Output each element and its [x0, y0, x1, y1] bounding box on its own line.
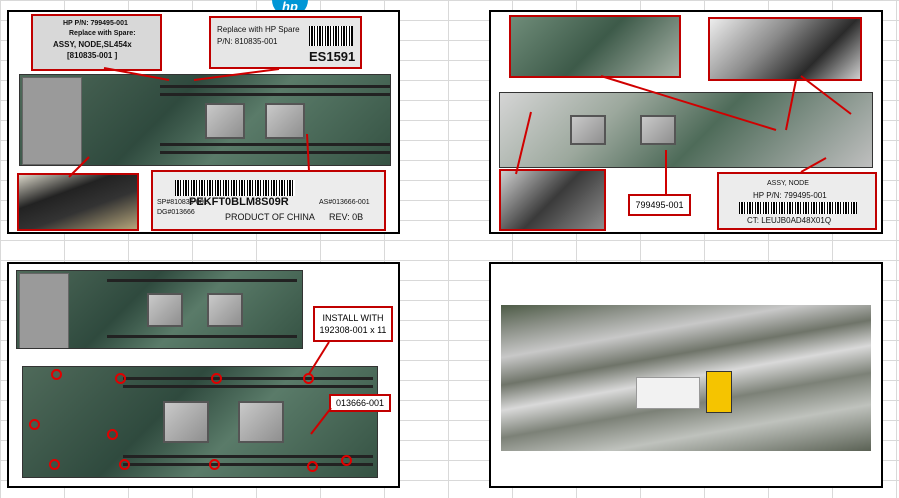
assy-label-line-3: CT: LEUJB0AD48X01Q [747, 216, 832, 225]
board-closeup-photo [509, 15, 681, 78]
panel-top-right: 799495-001 ASSY, NODE HP P/N: 799495-001… [489, 10, 883, 234]
node-chassis-photo [499, 92, 873, 168]
dimm-slot [123, 377, 373, 380]
cpu-socket-2 [238, 401, 284, 443]
part-number-text: 799495-001 [635, 200, 684, 210]
cpu-socket-2 [265, 103, 305, 139]
replace-label-barcode [309, 26, 353, 46]
screw-marker [51, 369, 62, 380]
install-note-line-2: 192308-001 x 11 [319, 325, 387, 335]
part-number-callout: 799495-001 [628, 194, 691, 216]
dimm-slot [107, 335, 297, 338]
screw-marker [341, 455, 352, 466]
dimm-slot [160, 85, 390, 88]
bag-label [636, 377, 700, 409]
screw-marker [49, 459, 60, 470]
serial-number: PEKFT0BLM8S09R [189, 196, 289, 208]
assy-label-line-1: ASSY, NODE [767, 180, 809, 187]
cpu-socket-2 [640, 115, 676, 145]
node-board-screws-photo [22, 366, 378, 478]
board-number-text: 013666-001 [335, 398, 385, 408]
esd-warning-label [706, 371, 732, 413]
chassis-closeup-photo [708, 17, 862, 81]
cable-photo [17, 173, 139, 231]
dimm-slot [160, 93, 390, 96]
screw-marker [211, 373, 222, 384]
assy-label-line-2: HP P/N: 799495-001 [753, 191, 827, 200]
replace-label-pn: P/N: 810835-001 [217, 37, 278, 46]
cpu-socket-1 [570, 115, 606, 145]
screw-marker [107, 429, 118, 440]
install-note-callout: INSTALL WITH 192308-001 x 11 [313, 306, 393, 342]
spare-label-photo: HP P/N: 799495-001 Replace with Spare: A… [31, 14, 162, 71]
antistatic-bag-photo [501, 305, 871, 451]
assembly-number: AS#013666-001 [319, 199, 370, 206]
dg-number: DG#013666 [157, 209, 195, 216]
node-board-top-photo [16, 270, 303, 349]
assy-barcode [739, 202, 857, 214]
dimm-slot [123, 463, 373, 466]
screw-marker [115, 373, 126, 384]
panel-top-left: HP P/N: 799495-001 Replace with Spare: A… [7, 10, 400, 234]
cpu-socket-1 [147, 293, 183, 327]
panel-bottom-left: INSTALL WITH 192308-001 x 11 013666-001 [7, 262, 400, 488]
drive-cage [19, 273, 69, 348]
connector-photo [499, 169, 606, 231]
cpu-socket-2 [207, 293, 243, 327]
screw-marker [29, 419, 40, 430]
install-note-line-1: INSTALL WITH [322, 313, 384, 323]
node-board-photo [19, 74, 391, 166]
spare-label-line-1: HP P/N: 799495-001 [63, 20, 128, 27]
replace-label-code: ES1591 [309, 49, 356, 64]
panel-bottom-right [489, 262, 883, 488]
screw-marker [209, 459, 220, 470]
origin-text: PRODUCT OF CHINA [225, 212, 315, 222]
spare-label-line-4: [810835-001 ] [67, 51, 118, 60]
dimm-slot [123, 385, 373, 388]
screw-marker [303, 373, 314, 384]
dimm-slot [123, 455, 373, 458]
dimm-slot [107, 279, 297, 282]
spare-label-line-3: ASSY, NODE,SL454x [53, 40, 132, 49]
board-number-callout: 013666-001 [329, 394, 391, 412]
spare-number: SP#810835-001 [157, 199, 208, 206]
replace-label-title: Replace with HP Spare [217, 25, 300, 34]
revision-text: REV: 0B [329, 212, 364, 222]
serial-barcode [175, 180, 295, 196]
screw-marker [307, 461, 318, 472]
serial-label-photo: PEKFT0BLM8S09R SP#810835-001 AS#013666-0… [151, 170, 386, 231]
cpu-socket-1 [163, 401, 209, 443]
spare-label-line-2: Replace with Spare: [69, 30, 136, 37]
drive-cage [22, 77, 82, 165]
dimm-slot [160, 151, 390, 154]
screw-marker [119, 459, 130, 470]
cpu-socket-1 [205, 103, 245, 139]
dimm-slot [160, 143, 390, 146]
assy-label-photo: ASSY, NODE HP P/N: 799495-001 CT: LEUJB0… [717, 172, 877, 230]
replace-label-photo: Replace with HP Spare P/N: 810835-001 ES… [209, 16, 362, 69]
